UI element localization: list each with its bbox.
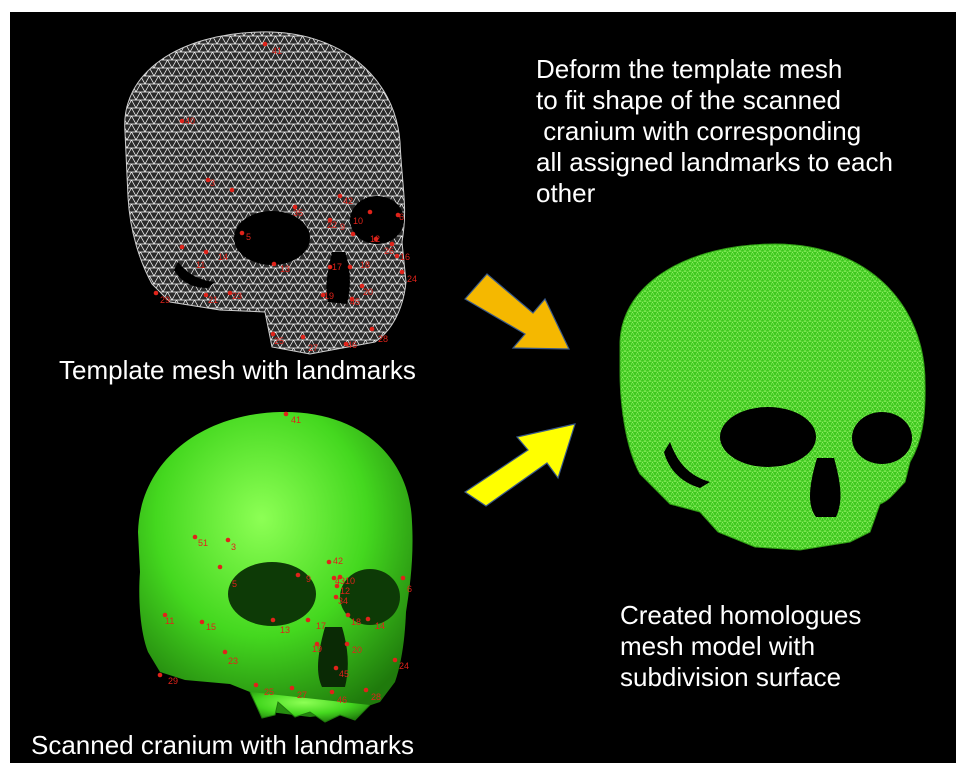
template-caption: Template mesh with landmarks bbox=[59, 355, 416, 386]
deform-caption: Deform the template mesh to fit shape of… bbox=[536, 54, 893, 209]
figure-canvas: 41 40 3 35 5 22 9 42 10 12 18 26 16 6 14… bbox=[10, 12, 956, 763]
created-caption: Created homologues mesh model with subdi… bbox=[620, 600, 861, 693]
scanned-caption: Scanned cranium with landmarks bbox=[31, 730, 414, 761]
